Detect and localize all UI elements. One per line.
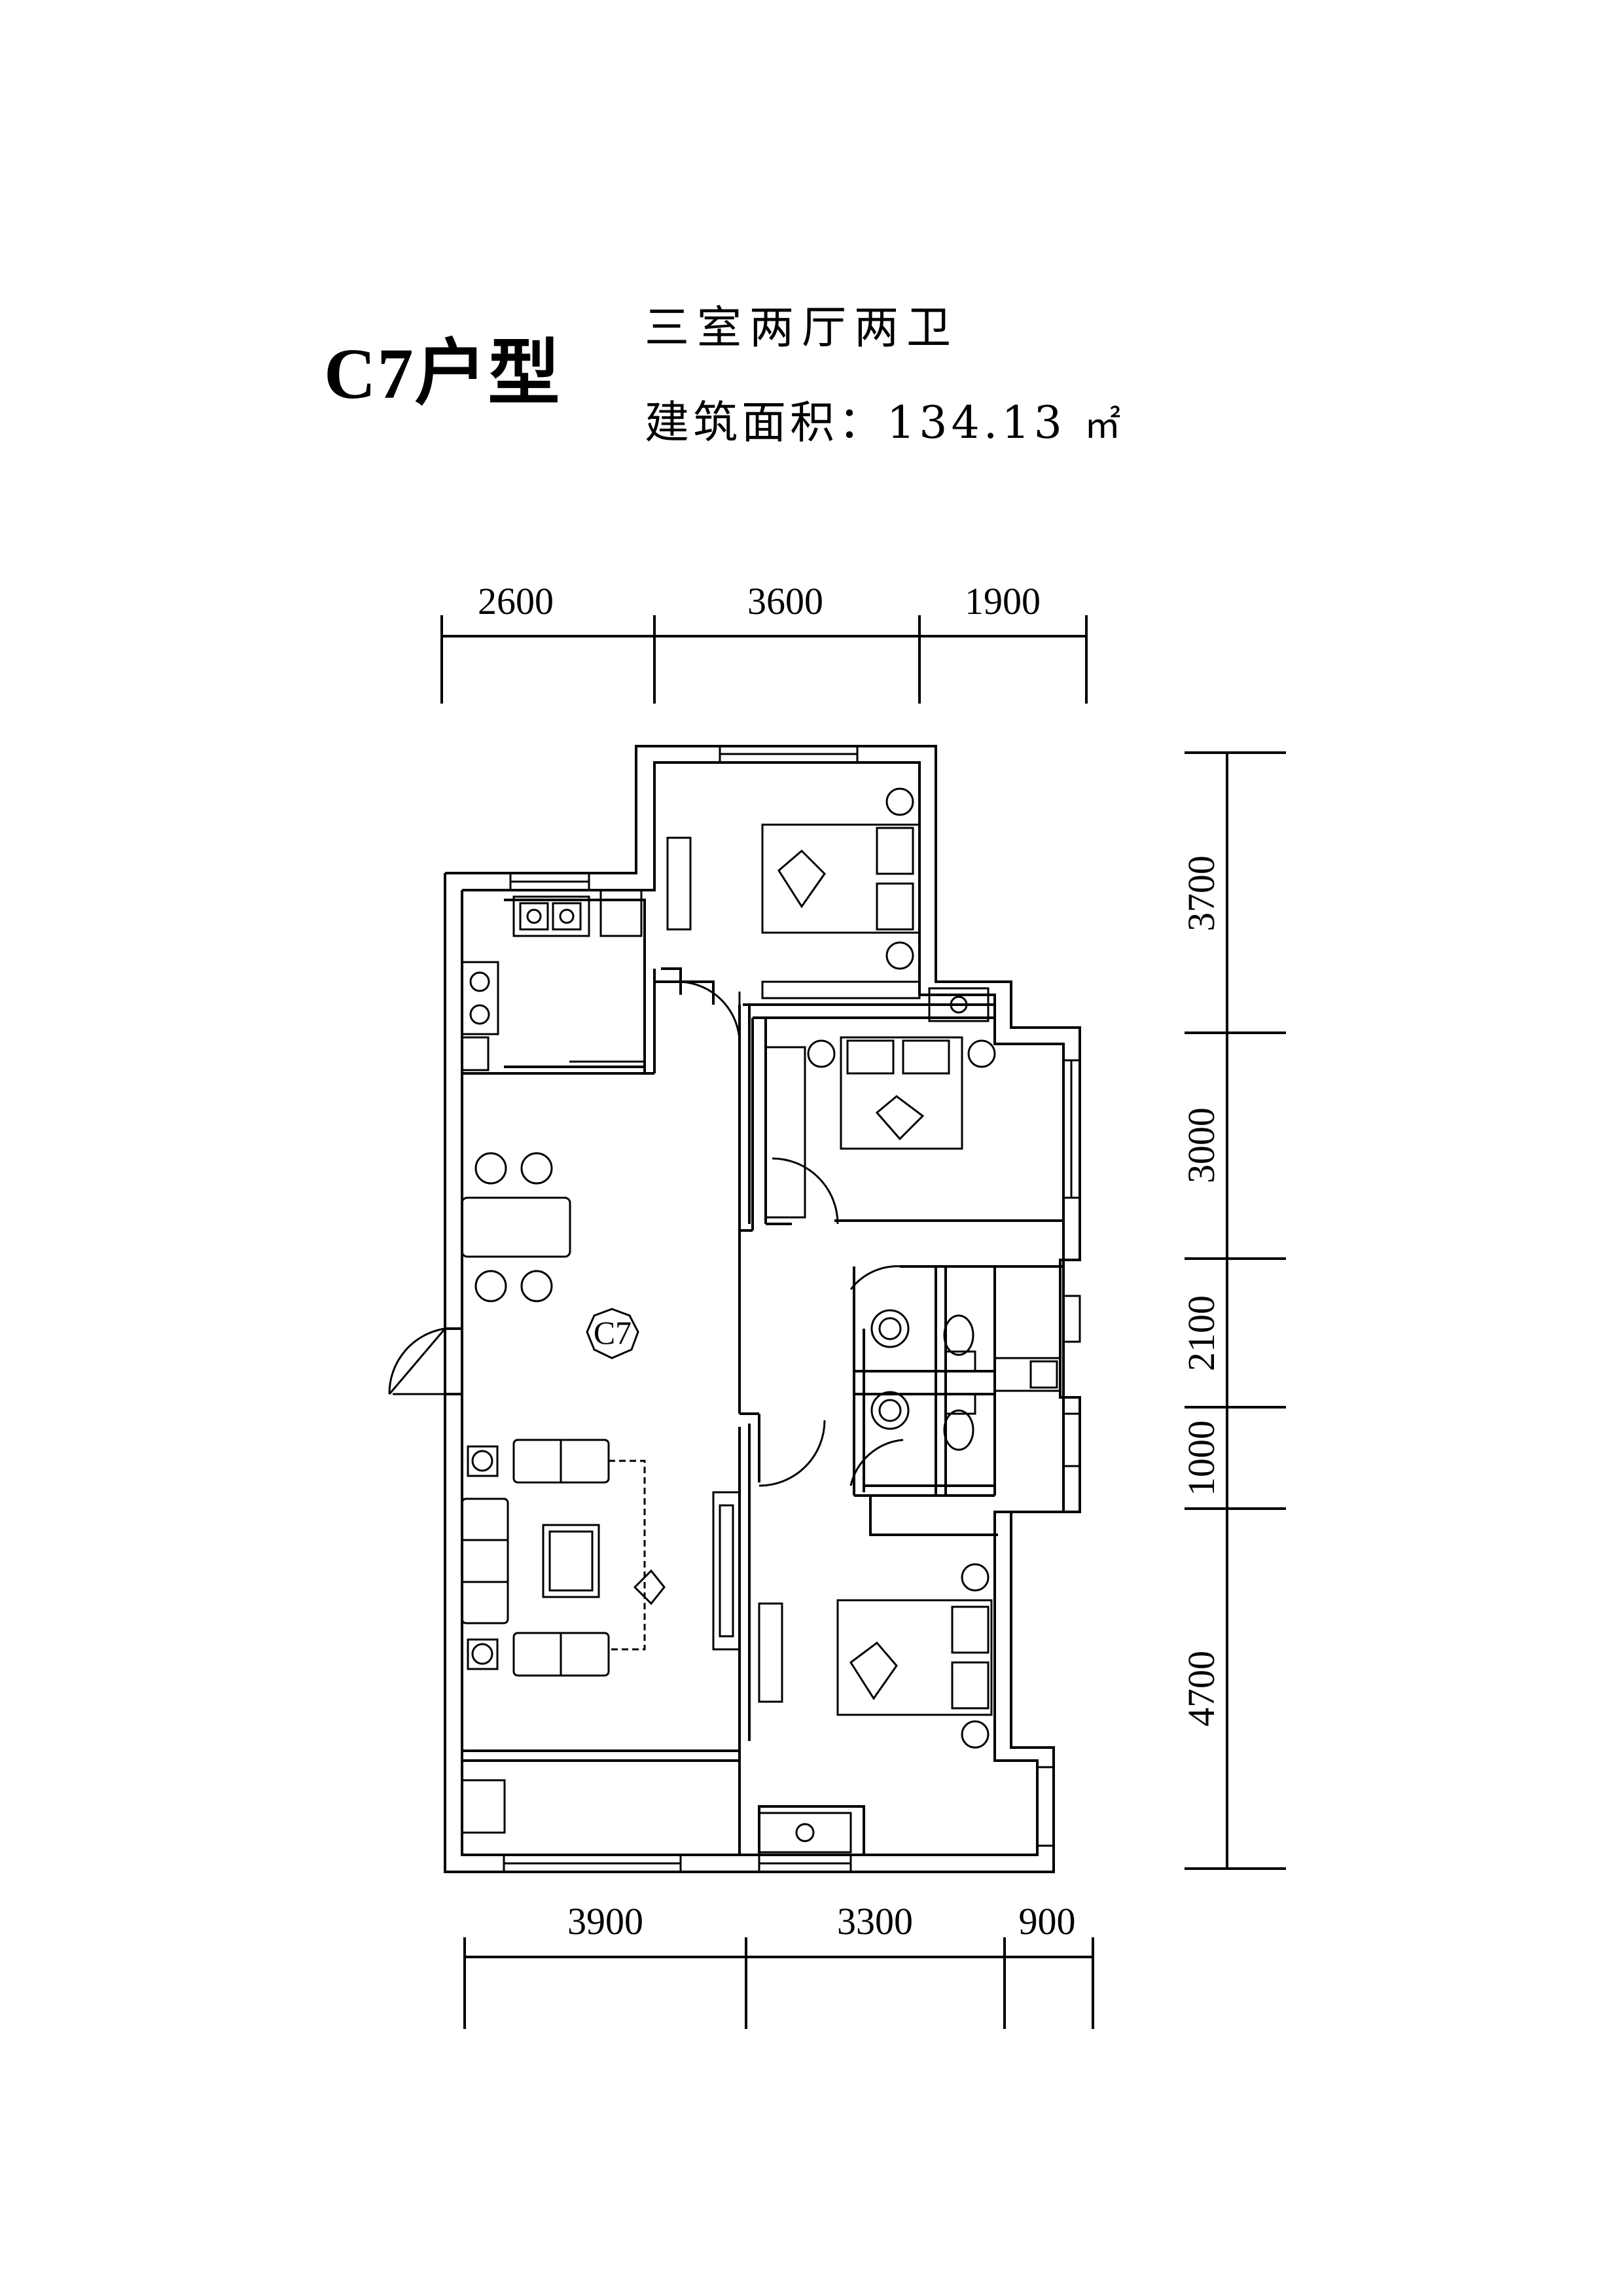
dim-right-3: 2100: [1180, 1295, 1222, 1371]
dim-top-1: 2600: [478, 580, 554, 622]
dim-bottom-2: 3300: [837, 1900, 913, 1943]
bottom-dimension-lines: [463, 1937, 1094, 2029]
right-dimension-lines: [1185, 751, 1286, 1870]
room-tag-c7: [586, 1308, 639, 1359]
area-label: 建筑面积：: [645, 397, 887, 449]
dim-top-3: 1900: [965, 580, 1041, 622]
bedroom-3-furniture: [758, 1563, 993, 1749]
kitchen-fixtures: [461, 889, 643, 1071]
windows: [503, 745, 1081, 1873]
bathroom-fixtures: [870, 1309, 1061, 1451]
dim-right-1: 3700: [1180, 855, 1222, 931]
living-furniture: [461, 1439, 741, 1677]
unit-type-title: C7户型: [324, 334, 562, 414]
bedroom-1-furniture: [666, 787, 990, 1022]
balcony-cabinet: [461, 1779, 852, 1854]
dim-right-4: 1000: [1180, 1420, 1222, 1496]
dim-top-2: 3600: [747, 580, 823, 622]
bedroom-2-furniture: [764, 1036, 996, 1219]
dining-set: [461, 1152, 571, 1302]
doors: [388, 980, 904, 1487]
top-dimension-lines: [440, 615, 1088, 704]
dimension-labels: 2600 3600 1900 3900 3300 900 3700 3000 2…: [478, 580, 1222, 1943]
dim-bottom-1: 3900: [567, 1900, 643, 1943]
area-unit: ㎡: [1084, 404, 1121, 447]
dim-bottom-3: 900: [1019, 1900, 1076, 1943]
room-tag-label: C7: [594, 1314, 632, 1351]
dim-right-2: 3000: [1180, 1107, 1222, 1183]
area-value: 134.13: [887, 397, 1066, 449]
interior-walls: [445, 899, 1063, 1855]
layout-description: 三室两厅两卫: [645, 302, 959, 354]
area-line: 建筑面积：134.13 ㎡: [645, 386, 1121, 451]
dim-right-5: 4700: [1180, 1651, 1222, 1727]
